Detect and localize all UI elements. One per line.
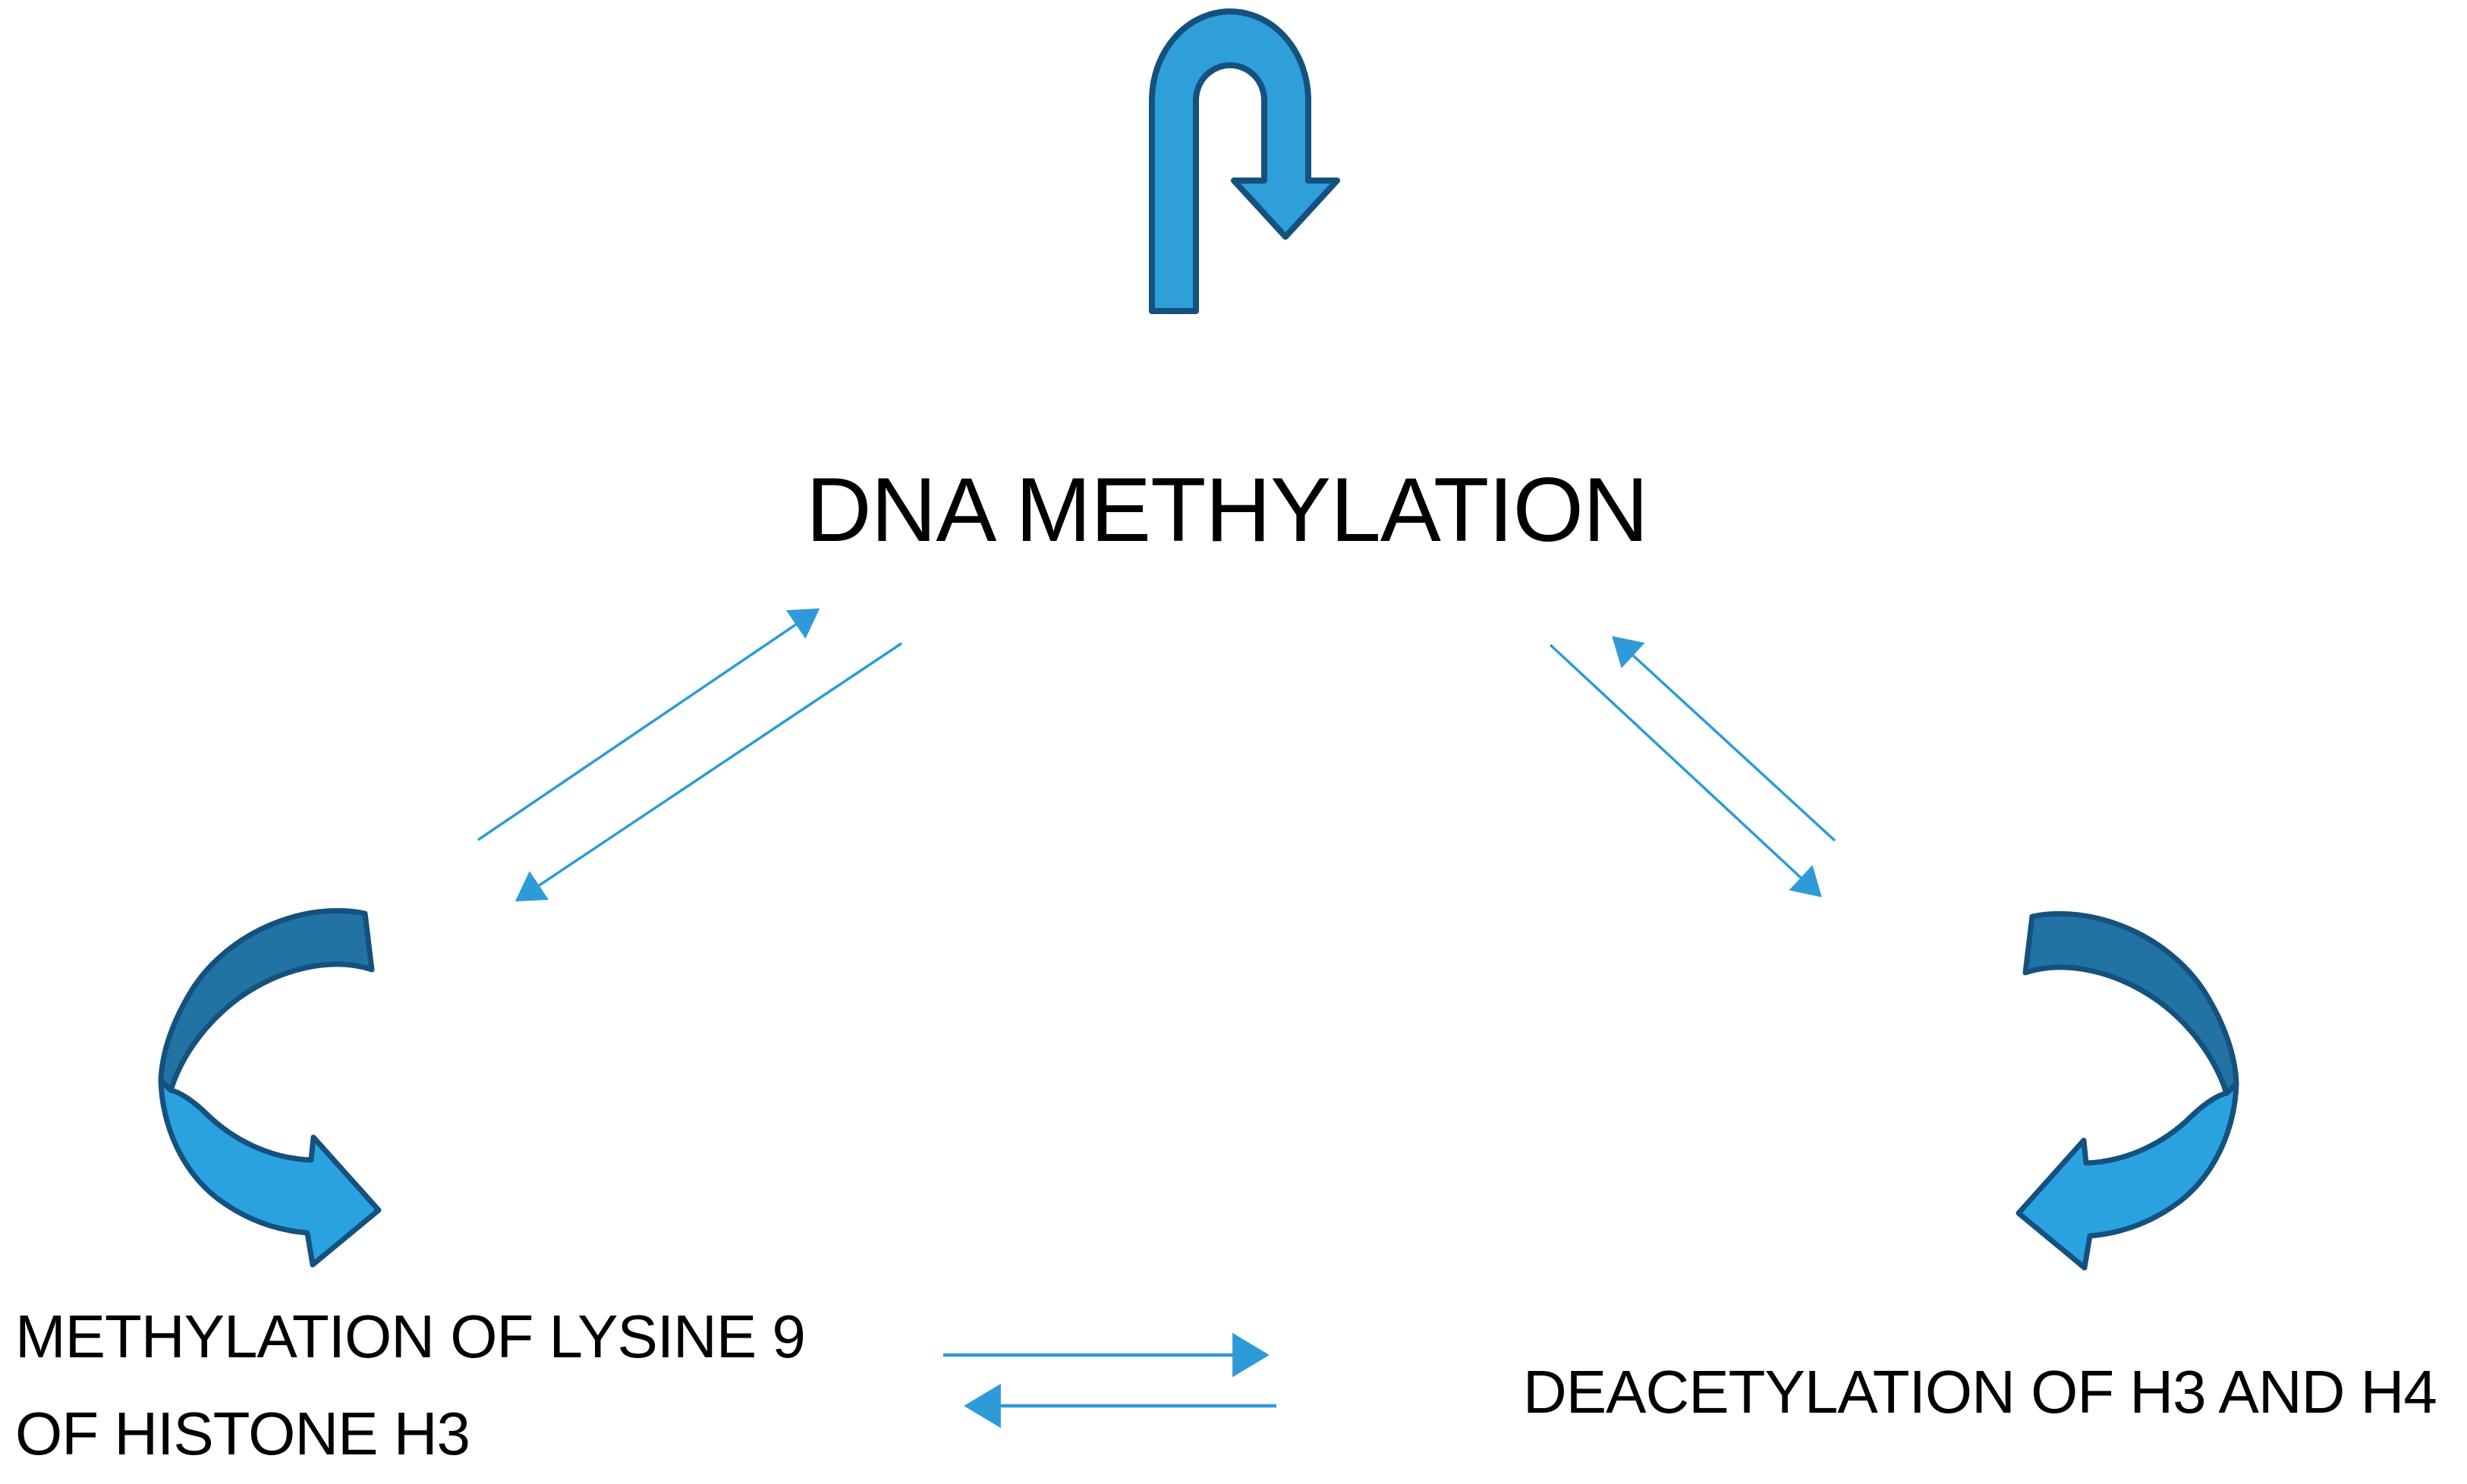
cycle-arrow-right-top-band	[2022, 910, 2239, 1096]
u-turn-arrow-icon	[1149, 8, 1340, 314]
cycle-arrow-left-top-band	[158, 907, 375, 1093]
connector-dna-deacetylation	[1549, 636, 1836, 898]
arrow-lysine-to-dna	[477, 608, 820, 841]
lysine-methylation-label: METHYLATION OF LYSINE 9 OF HISTONE H3	[15, 1288, 806, 1482]
connector-lysine-deacetylation	[943, 1332, 1276, 1429]
deacetylation-label: DEACETYLATION OF H3 AND H4	[1523, 1358, 2437, 1426]
cycle-arrow-right-bottom-band	[2015, 1081, 2239, 1271]
connector-dna-lysine	[477, 608, 902, 902]
u-turn-arrow-shape	[1149, 8, 1340, 314]
lysine-methylation-label-line2: OF HISTONE H3	[15, 1400, 470, 1467]
lysine-methylation-label-line1: METHYLATION OF LYSINE 9	[15, 1303, 806, 1370]
curved-cycle-arrow-right-icon	[2015, 910, 2239, 1271]
cycle-arrow-left-bottom-band	[158, 1078, 382, 1268]
dna-methylation-label: DNA METHYLATION	[806, 459, 1649, 561]
arrow-deacetylation-to-dna	[1612, 636, 1836, 842]
arrow-dna-to-lysine	[514, 642, 902, 902]
arrow-dna-to-deacetylation	[1549, 643, 1822, 898]
curved-cycle-arrow-left-icon	[158, 907, 382, 1268]
